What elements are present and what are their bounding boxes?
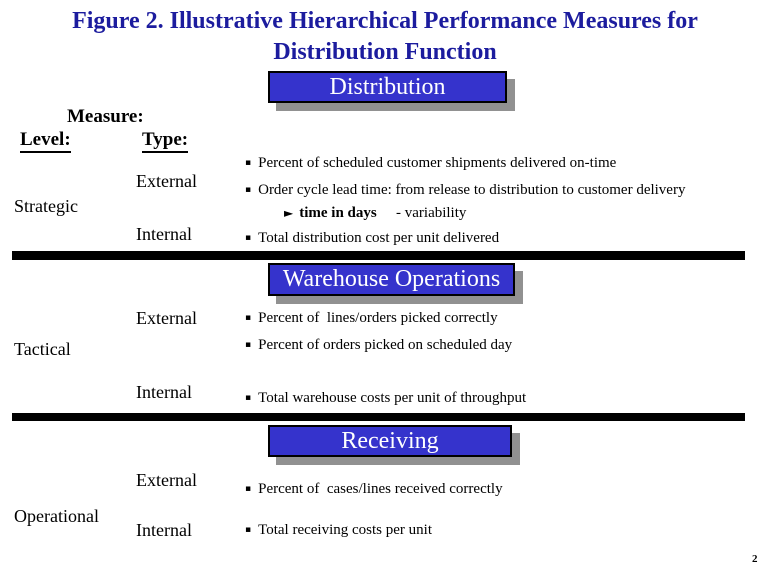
figure-title-line1: Figure 2. Illustrative Hierarchical Perf… — [72, 8, 698, 34]
level-header: Level: — [20, 129, 71, 153]
level-strategic: Strategic — [14, 196, 78, 216]
square-bullet-icon: ▪ — [245, 484, 252, 494]
strategic-sub-bullet: ► time in days — [284, 205, 377, 222]
banner-receiving-label: Receiving — [341, 427, 439, 454]
banner-distribution: Distribution — [268, 71, 507, 103]
tactical-external-label: External — [136, 308, 197, 328]
square-bullet-icon: ▪ — [245, 233, 252, 243]
strategic-sub-bullet-note: - variability — [396, 205, 467, 221]
arrow-bullet-icon: ► — [284, 206, 294, 220]
operational-external-bullet-1: ▪ Percent of cases/lines received correc… — [245, 481, 503, 497]
tactical-external-bullet-1: ▪ Percent of lines/orders picked correct… — [245, 310, 498, 326]
type-header: Type: — [142, 129, 189, 153]
tactical-internal-label: Internal — [136, 382, 192, 402]
banner-distribution-label: Distribution — [329, 73, 446, 100]
section-divider-2 — [12, 413, 745, 421]
banner-warehouse-operations: Warehouse Operations — [268, 263, 515, 296]
operational-internal-label: Internal — [136, 520, 192, 540]
strategic-external-label: External — [136, 171, 197, 191]
square-bullet-icon: ▪ — [245, 393, 252, 403]
strategic-external-bullet-2: ▪ Order cycle lead time: from release to… — [245, 182, 686, 198]
tactical-external-bullet-2: ▪ Percent of orders picked on scheduled … — [245, 337, 513, 353]
figure-title-line2: Distribution Function — [273, 39, 497, 65]
section-divider-1 — [12, 251, 745, 260]
square-bullet-icon: ▪ — [245, 185, 252, 195]
level-operational: Operational — [14, 506, 99, 526]
figure-title: Figure 2. Illustrative Hierarchical Perf… — [0, 6, 770, 68]
strategic-external-bullet-1: ▪ Percent of scheduled customer shipment… — [245, 155, 617, 171]
operational-external-label: External — [136, 470, 197, 490]
banner-warehouse-operations-label: Warehouse Operations — [282, 266, 501, 292]
measure-header: Measure: — [67, 106, 144, 127]
square-bullet-icon: ▪ — [245, 525, 252, 535]
level-tactical: Tactical — [14, 339, 71, 359]
square-bullet-icon: ▪ — [245, 158, 252, 168]
strategic-internal-label: Internal — [136, 224, 192, 244]
tactical-internal-bullet-1: ▪ Total warehouse costs per unit of thro… — [245, 390, 527, 406]
strategic-internal-bullet-1: ▪ Total distribution cost per unit deliv… — [245, 230, 500, 246]
page-number: 2 — [752, 553, 758, 565]
operational-internal-bullet-1: ▪ Total receiving costs per unit — [245, 522, 433, 538]
sub-bullet-text: time in days — [299, 205, 377, 221]
banner-receiving: Receiving — [268, 425, 512, 457]
square-bullet-icon: ▪ — [245, 313, 252, 323]
square-bullet-icon: ▪ — [245, 340, 252, 350]
